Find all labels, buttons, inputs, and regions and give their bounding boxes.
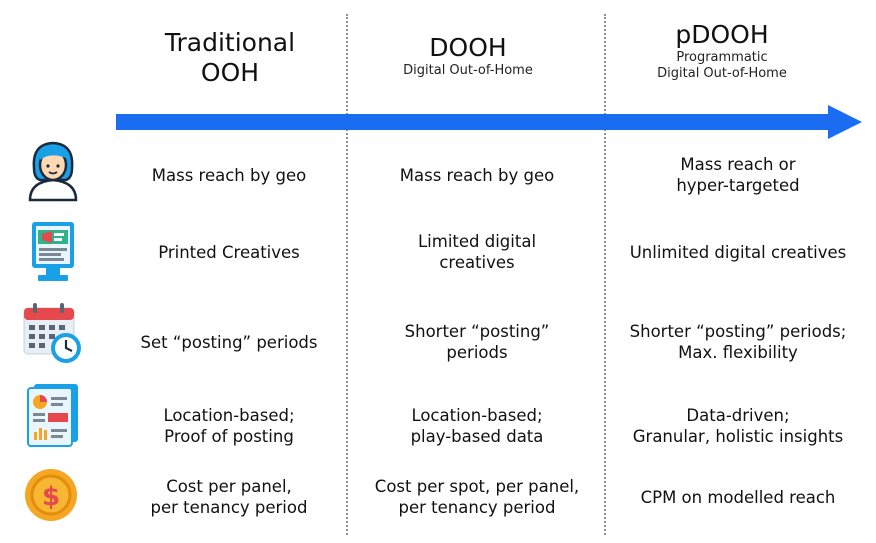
cell-dooh-reach: Mass reach by geo [399,165,555,185]
cell-pdooh-data: Data-driven; Granular, holistic insights [632,406,844,446]
svg-text:$: $ [42,482,60,512]
cell-traditional-data: Location-based; Proof of posting [163,406,295,446]
cell-traditional-reach: Mass reach by geo [151,165,307,185]
cell-dooh-data: Location-based; play-based data [410,406,544,446]
cell-traditional-creatives: Printed Creatives [158,242,300,262]
audience-person-icon [28,141,78,202]
header-title: pDOOH [675,20,769,49]
dollar-coin-icon: $ [25,469,77,521]
header-subtitle: Programmatic Digital Out-of-Home [657,50,787,81]
column-divider-1 [346,14,348,535]
cell-dooh-periods: Shorter “posting” periods [404,322,550,362]
cell-pdooh-creatives: Unlimited digital creatives [629,242,847,262]
report-charts-icon [27,384,78,447]
column-divider-2 [604,14,606,535]
digital-billboard-icon [32,222,74,281]
cell-pdooh-cost: CPM on modelled reach [640,487,836,507]
cell-traditional-cost: Cost per panel, per tenancy period [150,477,308,517]
cell-dooh-creatives: Limited digital creatives [417,232,537,272]
header-title: DOOH [429,33,507,62]
cell-dooh-cost: Cost per spot, per panel, per tenancy pe… [374,477,580,517]
cell-pdooh-periods: Shorter “posting” periods; Max. flexibil… [629,322,847,362]
header-dooh: DOOH Digital Out-of-Home [360,33,576,79]
cell-traditional-periods: Set “posting” periods [140,332,318,352]
header-pdooh: pDOOH Programmatic Digital Out-of-Home [612,20,832,82]
header-subtitle: Digital Out-of-Home [403,63,533,78]
header-title: Traditional OOH [164,28,296,87]
cell-pdooh-reach: Mass reach or hyper-targeted [676,155,800,195]
timeline-arrow [116,105,862,139]
calendar-clock-icon [23,303,81,363]
header-traditional-ooh: Traditional OOH [130,28,330,88]
